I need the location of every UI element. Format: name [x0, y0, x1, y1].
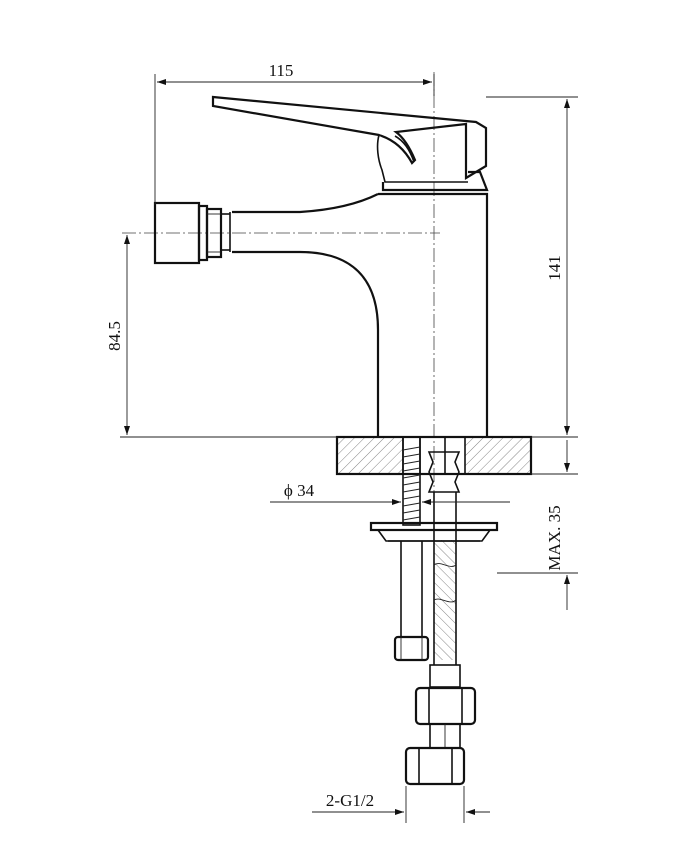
dim-label-thread: 2-G1/2 [326, 791, 374, 810]
dim-label-max-35: MAX. 35 [545, 505, 564, 570]
mounting-washer [369, 521, 499, 542]
hex-connector-lower [404, 746, 466, 786]
dim-thread-g1-2: 2-G1/2 [312, 786, 490, 823]
dim-label-diameter: ϕ 34 [284, 481, 315, 500]
dim-spout-height-84-5: 84.5 [105, 235, 337, 438]
lever-handle [211, 95, 488, 180]
dim-diameter-34: ϕ 34 [270, 481, 510, 505]
main-column [378, 192, 489, 437]
hex-connector-upper [414, 686, 477, 749]
center-lines [122, 72, 440, 560]
faucet-body [153, 95, 489, 437]
fixing-stud [393, 541, 430, 662]
dim-width-115: 115 [154, 61, 435, 205]
threaded-rod [402, 436, 421, 526]
cartridge-cap [381, 170, 489, 192]
dim-label-141: 141 [545, 255, 564, 281]
dim-label-84-5: 84.5 [105, 321, 124, 351]
dim-label-115: 115 [269, 61, 294, 80]
spout-body [232, 250, 380, 437]
dim-height-141: 141 [486, 96, 578, 438]
deck-plate [335, 435, 533, 476]
dim-max-35: MAX. 35 [497, 440, 578, 610]
aerator [153, 201, 230, 265]
flex-hose [427, 451, 461, 688]
